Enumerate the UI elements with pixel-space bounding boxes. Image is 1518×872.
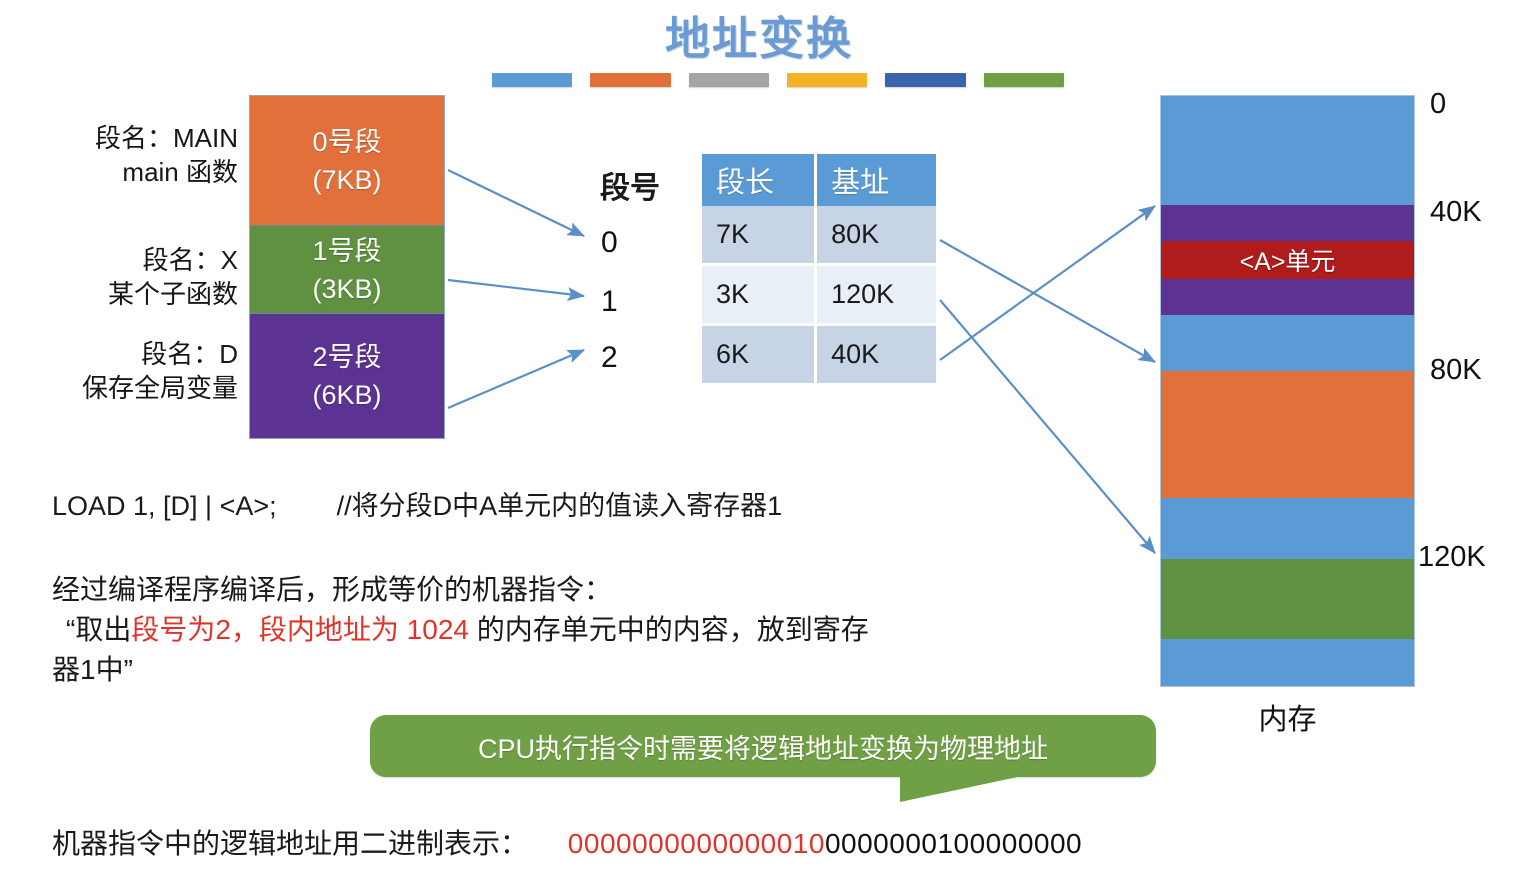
segment-number-2: 2 bbox=[601, 341, 618, 374]
segment-table-cell-length-0: 7K bbox=[702, 206, 816, 265]
table-row: 3K 120K bbox=[702, 264, 936, 325]
segment-number-header: 段号 bbox=[600, 172, 660, 205]
logical-segment-2: 2号段 (6KB) bbox=[250, 314, 444, 438]
arrow-segment1-to-num1 bbox=[447, 278, 586, 302]
arrow-segment2-to-num2 bbox=[447, 348, 586, 410]
explanation-line2-suffix: 的内存单元中的内容，放到寄存 bbox=[468, 614, 869, 645]
title-bar-yellow bbox=[786, 73, 868, 87]
explanation-line2: “取出段号为2，段内地址为 1024 的内存单元中的内容，放到寄存 bbox=[52, 610, 1132, 650]
arrow-segment0-to-num0 bbox=[447, 169, 585, 237]
arrow-base120k-to-memory120k bbox=[939, 299, 1156, 554]
arrow-base40k-to-memory40k bbox=[939, 205, 1156, 361]
logical-segment-1-name: 1号段 bbox=[312, 235, 382, 266]
title-bar-blue bbox=[492, 73, 573, 87]
segment-table-cell-length-1: 3K bbox=[702, 264, 816, 325]
logical-segment-1-size: (3KB) bbox=[312, 273, 382, 304]
segment-label-main-name: 段名：MAIN bbox=[94, 123, 238, 153]
segment-table-cell-length-2: 6K bbox=[702, 324, 816, 385]
table-row: 6K 40K bbox=[702, 324, 936, 385]
table-row: 7K 80K bbox=[702, 206, 936, 265]
binary-address-label: 机器指令中的逻辑地址用二进制表示： bbox=[52, 828, 529, 859]
arrow-base80k-to-memory80k bbox=[939, 239, 1156, 363]
cpu-callout-text: CPU执行指令时需要将逻辑地址变换为物理地址 bbox=[477, 733, 1048, 764]
segment-label-main: 段名：MAIN main 函数 bbox=[10, 121, 238, 189]
memory-column-label: 内存 bbox=[1258, 704, 1317, 736]
memory-tick-40k: 40K bbox=[1430, 196, 1482, 228]
memory-block-segment-x bbox=[1161, 559, 1414, 639]
segment-label-d: 段名：D 保存全局变量 bbox=[0, 337, 238, 405]
explanation-line1: 经过编译程序编译后，形成等价的机器指令： bbox=[52, 574, 613, 605]
physical-memory-column: <A>单元 bbox=[1160, 95, 1415, 687]
segment-label-main-desc: main 函数 bbox=[122, 157, 238, 187]
memory-block-a-cell: <A>单元 bbox=[1161, 241, 1414, 279]
memory-tick-80k: 80K bbox=[1430, 354, 1482, 386]
segment-label-x-desc: 某个子函数 bbox=[107, 279, 238, 309]
segment-table-cell-base-0: 80K bbox=[814, 206, 936, 265]
segment-label-x-name: 段名：X bbox=[142, 245, 238, 275]
title-bar-darkblue bbox=[885, 73, 966, 87]
cpu-callout-box: CPU执行指令时需要将逻辑地址变换为物理地址 bbox=[370, 715, 1156, 777]
segment-label-d-desc: 保存全局变量 bbox=[81, 373, 238, 403]
segment-table-header-base: 基址 bbox=[814, 154, 936, 206]
binary-offset-bits: 0000000100000000 bbox=[824, 828, 1083, 859]
segment-table-header-row: 段长 基址 bbox=[702, 154, 936, 206]
explanation-line2-prefix: “取出 bbox=[66, 614, 132, 645]
explanation-highlight: 段号为2，段内地址为 1024 bbox=[131, 614, 469, 645]
logical-segment-0-size: (7KB) bbox=[312, 164, 382, 195]
segment-label-d-name: 段名：D bbox=[141, 339, 238, 369]
page-title: 地址变换 bbox=[664, 13, 853, 64]
explanation-paragraph: 经过编译程序编译后，形成等价的机器指令： “取出段号为2，段内地址为 1024 … bbox=[52, 570, 1132, 690]
segment-label-x: 段名：X 某个子函数 bbox=[10, 243, 238, 311]
segment-number-0: 0 bbox=[601, 226, 618, 259]
explanation-line3: 器1中” bbox=[52, 654, 133, 685]
cpu-callout-tail bbox=[900, 776, 1022, 802]
logical-segment-1: 1号段 (3KB) bbox=[250, 226, 444, 314]
segment-table: 段长 基址 7K 80K 3K 120K 6K 40K bbox=[702, 154, 936, 386]
binary-address-line: 机器指令中的逻辑地址用二进制表示： 0000000000000010000000… bbox=[52, 822, 1082, 862]
memory-block-a-cell-label: <A>单元 bbox=[1239, 248, 1336, 276]
logical-segment-0: 0号段 (7KB) bbox=[250, 96, 444, 226]
title-bar-green bbox=[983, 73, 1064, 87]
logical-segment-0-name: 0号段 bbox=[312, 126, 382, 157]
title-decoration-bars bbox=[492, 73, 1064, 87]
segment-table-cell-base-1: 120K bbox=[814, 264, 936, 325]
logical-segment-2-size: (6KB) bbox=[312, 380, 382, 410]
memory-tick-0: 0 bbox=[1430, 88, 1447, 120]
load-instruction-line: LOAD 1, [D] | <A>; //将分段D中A单元内的值读入寄存器1 bbox=[52, 491, 783, 521]
memory-block-segment-d-upper bbox=[1161, 205, 1414, 241]
memory-block-segment-main bbox=[1161, 371, 1414, 498]
binary-segment-bits: 0000000000000010 bbox=[567, 828, 825, 859]
segment-number-1: 1 bbox=[601, 285, 618, 318]
segment-table-header-length: 段长 bbox=[702, 154, 816, 206]
title-bar-gray bbox=[688, 73, 769, 87]
logical-segment-2-name: 2号段 bbox=[312, 342, 382, 372]
memory-tick-120k: 120K bbox=[1418, 541, 1486, 573]
title-bar-orange bbox=[590, 73, 671, 87]
segment-table-cell-base-2: 40K bbox=[814, 324, 936, 385]
memory-block-segment-d-lower bbox=[1161, 279, 1414, 315]
logical-segment-column: 0号段 (7KB) 1号段 (3KB) 2号段 (6KB) bbox=[249, 95, 445, 439]
